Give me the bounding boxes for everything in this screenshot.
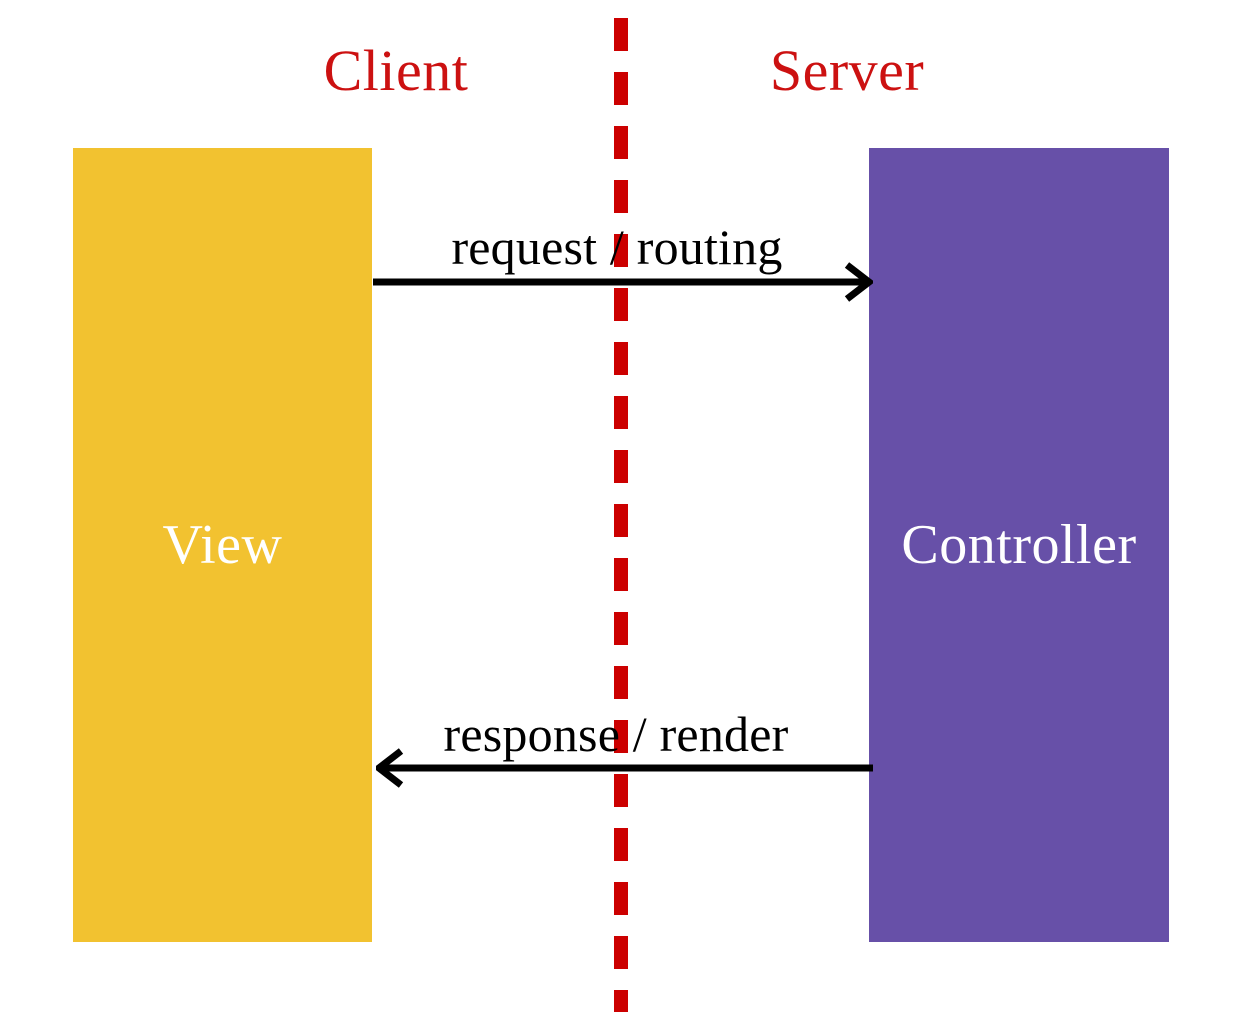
client-server-divider-icon (614, 18, 628, 1012)
arrow-response-render (376, 748, 873, 788)
box-view[interactable]: View (73, 148, 372, 942)
arrow-request-routing (373, 262, 873, 302)
box-controller[interactable]: Controller (869, 148, 1169, 942)
box-controller-label: Controller (901, 514, 1137, 576)
zone-label-client: Client (323, 38, 469, 103)
arrow-request-routing-label: request / routing (451, 219, 783, 275)
box-view-label: View (162, 514, 283, 576)
zone-label-server: Server (769, 38, 925, 103)
arrow-response-render-label: response / render (443, 706, 789, 762)
